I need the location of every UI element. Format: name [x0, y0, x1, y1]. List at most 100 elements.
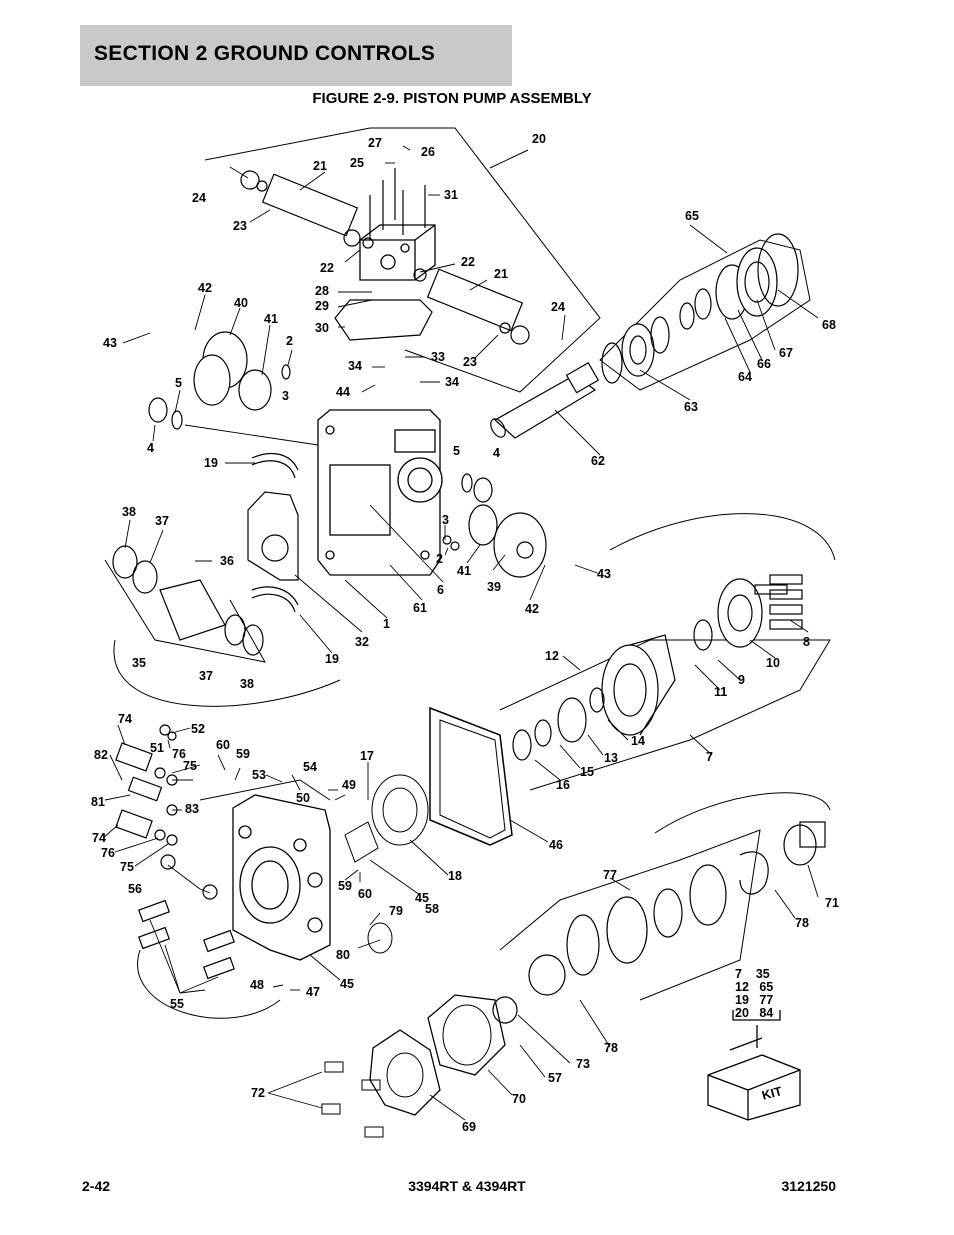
callout-58: 58 [425, 902, 439, 916]
callout-29: 29 [315, 299, 329, 313]
callout-82: 82 [94, 748, 108, 762]
spool-right [413, 268, 530, 345]
callout-8: 8 [803, 635, 810, 649]
callout-26: 26 [421, 145, 435, 159]
figure-title-row: FIGURE 2-9. PISTON PUMP ASSEMBLY [0, 90, 954, 107]
callout-59: 59 [338, 879, 352, 893]
callout-70: 70 [512, 1092, 526, 1106]
leader-lines [102, 145, 819, 1121]
callout-59: 59 [236, 747, 250, 761]
callout-41: 41 [264, 312, 278, 326]
callout-19: 19 [325, 652, 339, 666]
callout-31: 31 [444, 188, 458, 202]
callout-75: 75 [183, 759, 197, 773]
callout-25: 25 [350, 156, 364, 170]
callout-72: 72 [251, 1086, 265, 1100]
end-cap-group [492, 821, 826, 1024]
callout-14: 14 [631, 734, 645, 748]
callout-9: 9 [738, 673, 745, 687]
callout-6: 6 [437, 583, 444, 597]
callout-75: 75 [120, 860, 134, 874]
callout-41: 41 [457, 564, 471, 578]
callout-43: 43 [103, 336, 117, 350]
cover-69 [369, 1029, 441, 1116]
callout-57: 57 [548, 1071, 562, 1085]
callout-10: 10 [766, 656, 780, 670]
callout-37: 37 [155, 514, 169, 528]
callout-47: 47 [306, 985, 320, 999]
kit-label-line: 19 77 [735, 993, 773, 1007]
callout-73: 73 [576, 1057, 590, 1071]
callout-28: 28 [315, 284, 329, 298]
group-boundary-35 [104, 559, 266, 663]
callout-34: 34 [348, 359, 362, 373]
callout-21: 21 [313, 159, 327, 173]
section-title: SECTION 2 GROUND CONTROLS [94, 42, 436, 65]
callout-22: 22 [461, 255, 475, 269]
callout-40: 40 [234, 296, 248, 310]
callout-27: 27 [368, 136, 382, 150]
control-block [359, 224, 436, 281]
callout-45: 45 [340, 977, 354, 991]
bearing-stack [601, 233, 799, 384]
callout-80: 80 [336, 948, 350, 962]
callout-79: 79 [389, 904, 403, 918]
callout-51: 51 [150, 741, 164, 755]
callout-32: 32 [355, 635, 369, 649]
callout-81: 81 [91, 795, 105, 809]
kit-label-line: 12 65 [735, 980, 773, 994]
callout-53: 53 [252, 768, 266, 782]
bolts-31 [369, 168, 426, 240]
callout-16: 16 [556, 778, 570, 792]
kit-box [707, 1010, 801, 1121]
callout-74: 74 [118, 712, 132, 726]
callout-38: 38 [240, 677, 254, 691]
callout-13: 13 [604, 751, 618, 765]
port-plate-18 [371, 774, 429, 846]
callout-65: 65 [685, 209, 699, 223]
drive-shaft-62 [490, 362, 600, 439]
section-header-band: SECTION 2 GROUND CONTROLS [80, 25, 512, 86]
callout-74: 74 [92, 831, 106, 845]
callout-35: 35 [132, 656, 146, 670]
callout-1: 1 [383, 617, 390, 631]
callout-4: 4 [493, 446, 500, 460]
callout-42: 42 [198, 281, 212, 295]
footer-part-number: 3121250 [781, 1178, 836, 1194]
callout-44: 44 [336, 385, 350, 399]
callout-43: 43 [597, 567, 611, 581]
callout-52: 52 [191, 722, 205, 736]
callout-45: 45 [415, 891, 429, 905]
swashplate-32 [247, 452, 299, 613]
callout-46: 46 [549, 838, 563, 852]
callout-50: 50 [296, 791, 310, 805]
callout-7: 7 [706, 750, 713, 764]
callout-15: 15 [580, 765, 594, 779]
callout-36: 36 [220, 554, 234, 568]
callout-22: 22 [320, 261, 334, 275]
callout-2: 2 [436, 552, 443, 566]
callout-4: 4 [147, 441, 154, 455]
callout-5: 5 [453, 444, 460, 458]
callout-33: 33 [431, 350, 445, 364]
callout-34: 34 [445, 375, 459, 389]
callout-42: 42 [525, 602, 539, 616]
callout-5: 5 [175, 376, 182, 390]
callout-20: 20 [532, 132, 546, 146]
callout-2: 2 [286, 334, 293, 348]
callout-61: 61 [413, 601, 427, 615]
callout-37: 37 [199, 669, 213, 683]
servo-piston-40 [193, 331, 272, 411]
kit-label-line: 20 84 [735, 1006, 773, 1020]
callout-71: 71 [825, 896, 839, 910]
rotating-group [512, 574, 803, 761]
callout-67: 67 [779, 346, 793, 360]
gasket-70 [427, 994, 506, 1076]
callout-39: 39 [487, 580, 501, 594]
callout-66: 66 [757, 357, 771, 371]
callout-23: 23 [233, 219, 247, 233]
cylinder-45 [344, 821, 379, 863]
callout-78: 78 [795, 916, 809, 930]
callout-3: 3 [282, 389, 289, 403]
